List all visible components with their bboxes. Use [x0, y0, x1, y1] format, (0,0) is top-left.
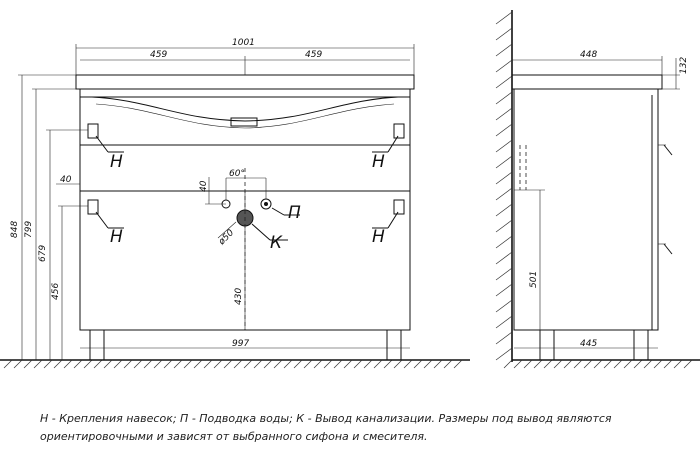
front-view: Н Н Н Н 60° 40 П К ø50 1001 459 459 — [0, 38, 470, 369]
dim-diameter: ø50 — [216, 228, 236, 248]
dim-height-501: 501 — [529, 271, 539, 288]
side-top — [511, 74, 663, 90]
legend-line-2: ориентировочными и зависят от выбранного… — [40, 430, 428, 443]
dim-h-456: 456 — [51, 283, 61, 300]
side-cabinet — [513, 88, 659, 331]
mount-bottom-left — [87, 199, 99, 215]
dim-h-430: 430 — [234, 288, 244, 305]
dim-h-799: 799 — [24, 221, 34, 238]
label-mount-bottom-right: Н — [372, 227, 385, 247]
dim-depth-top: 448 — [580, 50, 597, 60]
wall-hatch — [495, 11, 513, 361]
dim-pipe-40: 40 — [199, 180, 209, 192]
basin-bowl — [91, 96, 399, 122]
label-drain: К — [270, 233, 283, 253]
dim-half-left: 459 — [150, 50, 167, 60]
dim-h-848: 848 — [10, 221, 20, 238]
legend-line-1: Н - Крепления навесок; П - Подводка воды… — [40, 412, 612, 425]
dim-h-679: 679 — [38, 245, 48, 262]
label-water: П — [288, 203, 301, 223]
mount-bottom-right — [393, 199, 405, 215]
mount-top-left — [87, 123, 99, 139]
dim-bottom-width: 997 — [232, 339, 249, 349]
mount-top-right — [393, 123, 405, 139]
dim-gap-40: 40 — [60, 175, 72, 185]
overflow-slot — [230, 117, 258, 127]
label-mount-top-left: Н — [110, 152, 123, 172]
dim-thickness: 132 — [679, 57, 689, 74]
dim-half-right: 459 — [305, 50, 322, 60]
floor-hatch — [3, 359, 463, 369]
label-mount-top-right: Н — [372, 152, 385, 172]
leg-right — [386, 329, 402, 361]
side-view: 448 132 501 445 — [495, 10, 700, 369]
basin-top — [75, 74, 415, 90]
side-leg-front — [633, 329, 649, 361]
dim-depth-bottom: 445 — [580, 339, 597, 349]
label-mount-bottom-left: Н — [110, 227, 123, 247]
leg-left — [89, 329, 105, 361]
side-leg-back — [539, 329, 555, 361]
legend: Н - Крепления навесок; П - Подводка воды… — [40, 410, 680, 446]
dim-angle: 60° — [229, 169, 245, 179]
dim-total-width: 1001 — [232, 38, 255, 48]
